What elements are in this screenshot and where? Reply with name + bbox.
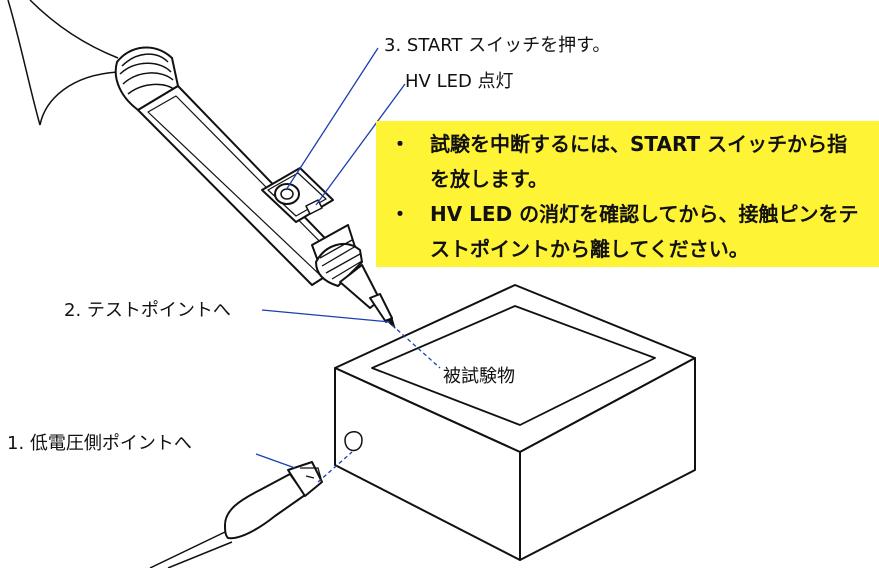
leader-hv-led [315,83,406,206]
leader-start-switch [285,47,379,191]
bullet: ・ [390,202,410,226]
leader-low-voltage [255,453,296,469]
connect-low-voltage [317,451,353,483]
bullet: ・ [390,132,410,156]
probe [114,46,396,329]
note-item: ・ 試験を中断するには、START スイッチから指を放します。 [390,127,865,197]
step1-label: 1. 低電圧側ポイントへ [7,433,192,454]
note-text: 試験を中断するには、START スイッチから指を放します。 [430,132,848,191]
step2-label: 2. テストポイントへ [64,300,231,321]
probe-cable [7,0,119,126]
leader-lines [255,47,441,483]
caution-note: ・ 試験を中断するには、START スイッチから指を放します。 ・ HV LED… [376,121,879,267]
leader-test-point [261,309,391,323]
connect-test-point [391,324,441,369]
low-voltage-clip [149,461,323,568]
hv-led-label: HV LED 点灯 [405,71,514,92]
note-text: HV LED の消灯を確認してから、接触ピンをテストポイントから離してください。 [430,202,859,261]
test-object-label: 被試験物 [443,366,515,387]
test-object-box [334,284,696,561]
note-item: ・ HV LED の消灯を確認してから、接触ピンをテストポイントから離してくださ… [390,197,865,267]
step3-label: 3. START スイッチを押す。 [384,35,611,56]
